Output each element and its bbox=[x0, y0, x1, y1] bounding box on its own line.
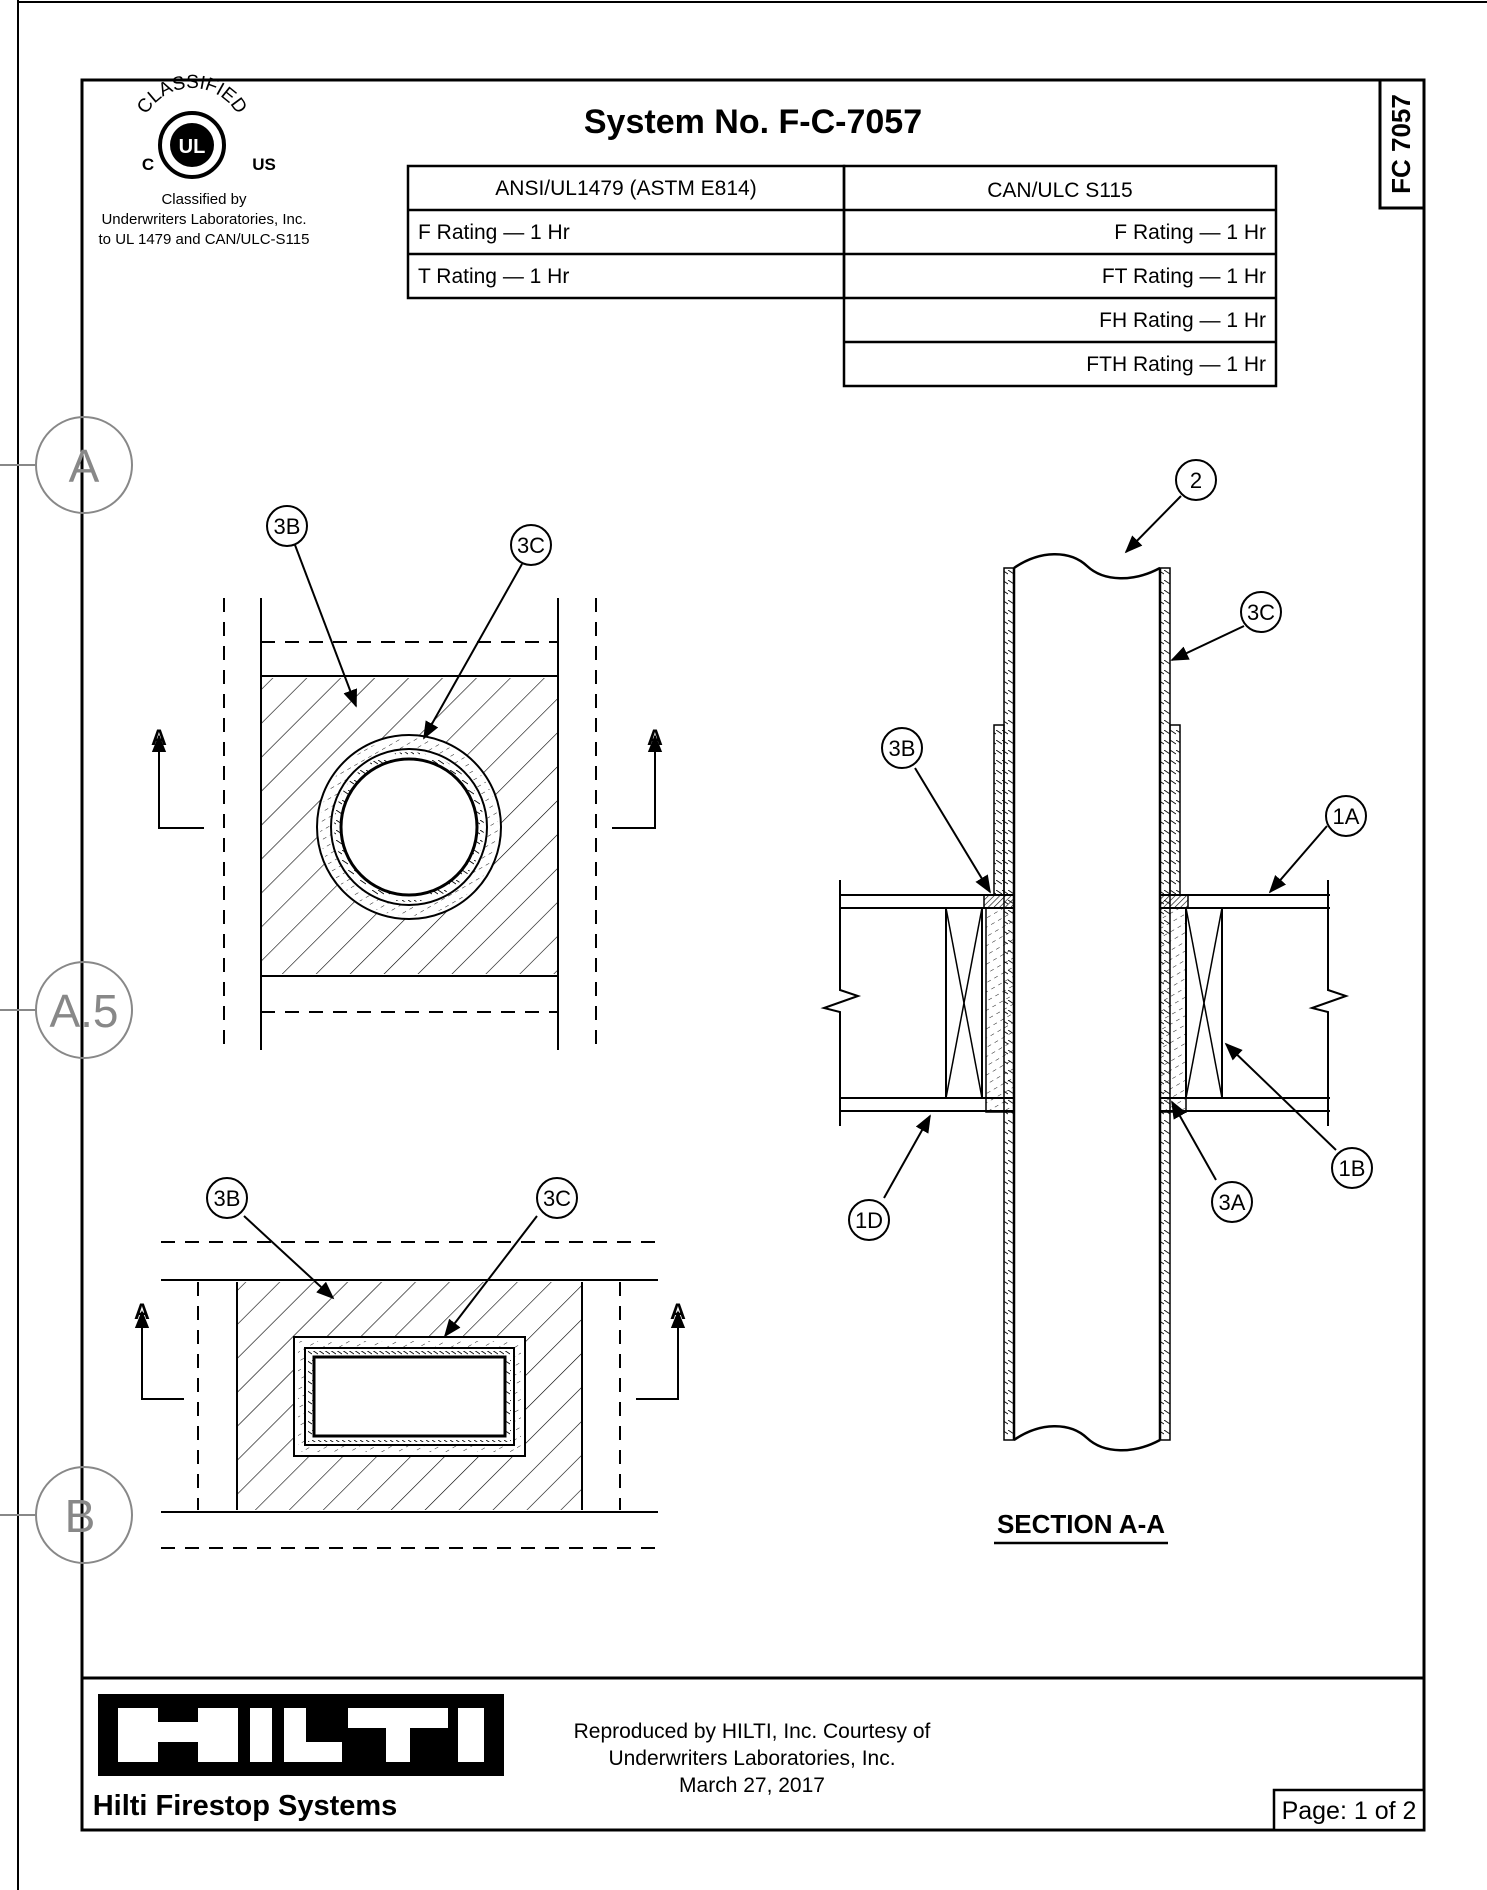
callout-3b-section: 3B bbox=[881, 727, 923, 769]
credit-line-2: Underwriters Laboratories, Inc. bbox=[608, 1747, 895, 1770]
classified-line-3: to UL 1479 and CAN/ULC-S115 bbox=[99, 231, 310, 248]
svg-text:1B: 1B bbox=[1339, 1156, 1366, 1181]
callout-3c-round: 3C bbox=[510, 524, 552, 566]
classified-line-1: Classified by bbox=[161, 191, 247, 208]
can-f-rating: F Rating — 1 Hr bbox=[1114, 221, 1266, 244]
ansi-f-rating: F Rating — 1 Hr bbox=[418, 221, 570, 244]
svg-text:2: 2 bbox=[1190, 468, 1202, 493]
side-tab-label: FC 7057 bbox=[1386, 94, 1416, 194]
classified-line-2: Underwriters Laboratories, Inc. bbox=[101, 211, 306, 228]
rect-section-arrow-left: A bbox=[134, 1299, 150, 1324]
svg-text:1D: 1D bbox=[855, 1208, 883, 1233]
can-ft-rating: FT Rating — 1 Hr bbox=[1102, 265, 1266, 288]
ul-inner-disc bbox=[170, 123, 214, 167]
ansi-t-rating: T Rating — 1 Hr bbox=[418, 265, 569, 288]
ul-c-mark: C bbox=[142, 155, 154, 174]
page-indicator: Page: 1 of 2 bbox=[1272, 1788, 1426, 1832]
callout-3b-rect: 3B bbox=[206, 1177, 248, 1219]
credit-line-3: March 27, 2017 bbox=[679, 1774, 825, 1797]
callout-1d: 1D bbox=[848, 1199, 890, 1241]
svg-text:3B: 3B bbox=[214, 1186, 241, 1211]
round-plan-view bbox=[151, 544, 663, 1050]
svg-text:1A: 1A bbox=[1333, 804, 1360, 829]
round-section-arrow-left: A bbox=[151, 725, 167, 750]
ratings-table: ANSI/UL1479 (ASTM E814) CAN/ULC S115 F R… bbox=[406, 164, 1278, 388]
ul-outer-ring bbox=[158, 111, 226, 179]
svg-text:3A: 3A bbox=[1219, 1190, 1246, 1215]
can-fth-rating: FTH Rating — 1 Hr bbox=[1086, 353, 1266, 376]
round-section-arrow-right: A bbox=[647, 725, 663, 750]
rect-section-arrow-right: A bbox=[670, 1299, 686, 1324]
can-fh-rating: FH Rating — 1 Hr bbox=[1099, 309, 1266, 332]
rect-plan-view bbox=[134, 1215, 686, 1549]
grid-marker-b: B bbox=[65, 1490, 96, 1542]
brand-caption: Hilti Firestop Systems bbox=[93, 1790, 398, 1822]
ul-classified-logo: UL CLASSIFIED C US Classified by Underwr… bbox=[99, 72, 310, 248]
svg-text:3B: 3B bbox=[889, 736, 916, 761]
ul-us-mark: US bbox=[252, 155, 276, 174]
table-header-ansi: ANSI/UL1479 (ASTM E814) bbox=[495, 177, 756, 200]
table-header-can: CAN/ULC S115 bbox=[987, 179, 1133, 202]
system-title: System No. F-C-7057 bbox=[584, 103, 922, 141]
svg-text:3C: 3C bbox=[543, 1186, 571, 1211]
ul-mark-glyph: UL bbox=[179, 136, 206, 158]
main-border bbox=[80, 78, 1426, 1832]
round-pipe bbox=[339, 757, 479, 897]
callout-2: 2 bbox=[1175, 459, 1217, 501]
callout-3c-section: 3C bbox=[1240, 591, 1282, 633]
callout-3c-rect: 3C bbox=[536, 1177, 578, 1219]
rect-duct bbox=[312, 1355, 507, 1438]
svg-text:3C: 3C bbox=[517, 533, 545, 558]
callout-1b: 1B bbox=[1331, 1147, 1373, 1189]
section-label: SECTION A-A bbox=[997, 1509, 1165, 1539]
side-tab: FC 7057 bbox=[1378, 78, 1426, 210]
svg-text:3B: 3B bbox=[274, 514, 301, 539]
svg-text:3C: 3C bbox=[1247, 600, 1275, 625]
callout-3b-round: 3B bbox=[266, 505, 308, 547]
credit-line-1: Reproduced by HILTI, Inc. Courtesy of bbox=[574, 1720, 931, 1743]
callout-3a: 3A bbox=[1211, 1181, 1253, 1223]
grid-markers bbox=[0, 416, 133, 1564]
grid-marker-a5: A.5 bbox=[49, 985, 118, 1037]
hilti-logo bbox=[98, 1694, 504, 1776]
grid-marker-a: A bbox=[69, 440, 100, 492]
callout-1a: 1A bbox=[1325, 795, 1367, 837]
svg-text:Page: 1 of 2: Page: 1 of 2 bbox=[1282, 1797, 1417, 1825]
section-a-a-view bbox=[820, 495, 1350, 1452]
